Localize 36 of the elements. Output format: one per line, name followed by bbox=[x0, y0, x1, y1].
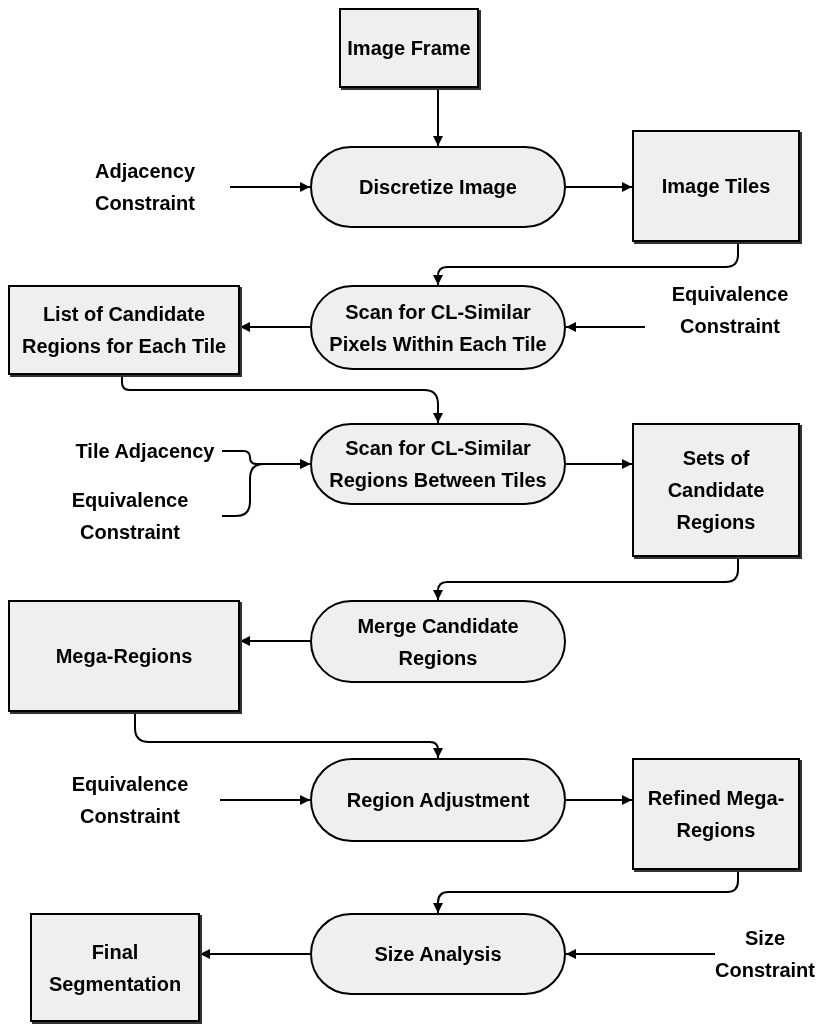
input-label: Tile Adjacency bbox=[70, 424, 220, 478]
input-label: Adjacency Constraint bbox=[60, 160, 230, 214]
process-pill: Region Adjustment bbox=[310, 758, 566, 842]
data-box: Final Segmentation bbox=[30, 913, 200, 1022]
arrow bbox=[433, 241, 739, 286]
data-box: Image Tiles bbox=[632, 130, 800, 242]
data-box: Mega-Regions bbox=[8, 600, 240, 712]
input-label: Equivalence Constraint bbox=[40, 488, 220, 544]
input-label: Equivalence Constraint bbox=[645, 283, 815, 337]
arrow bbox=[565, 795, 633, 805]
process-pill: Discretize Image bbox=[310, 146, 566, 228]
data-box: List of Candidate Regions for Each Tile bbox=[8, 285, 240, 375]
arrow bbox=[239, 322, 311, 332]
data-box: Refined Mega-Regions bbox=[632, 758, 800, 870]
data-box: Image Frame bbox=[339, 8, 479, 88]
process-pill: Size Analysis bbox=[310, 913, 566, 995]
arrow bbox=[565, 322, 646, 332]
arrow bbox=[229, 182, 311, 192]
arrow bbox=[565, 459, 633, 469]
arrow bbox=[433, 556, 739, 601]
arrow bbox=[221, 459, 311, 517]
data-box: Sets of Candidate Regions bbox=[632, 423, 800, 557]
arrow bbox=[239, 636, 311, 646]
process-pill: Scan for CL-Similar Pixels Within Each Tile bbox=[310, 285, 566, 370]
arrow bbox=[565, 182, 633, 192]
arrow bbox=[565, 949, 716, 959]
arrow bbox=[433, 869, 739, 914]
arrow bbox=[219, 795, 311, 805]
arrow bbox=[433, 87, 443, 147]
arrow bbox=[134, 711, 443, 759]
process-pill: Merge Candidate Regions bbox=[310, 600, 566, 683]
arrow bbox=[199, 949, 311, 959]
input-label: Size Constraint bbox=[715, 927, 815, 981]
process-pill: Scan for CL-Similar Regions Between Tiles bbox=[310, 423, 566, 505]
arrow bbox=[121, 374, 443, 424]
input-label: Equivalence Constraint bbox=[40, 773, 220, 827]
